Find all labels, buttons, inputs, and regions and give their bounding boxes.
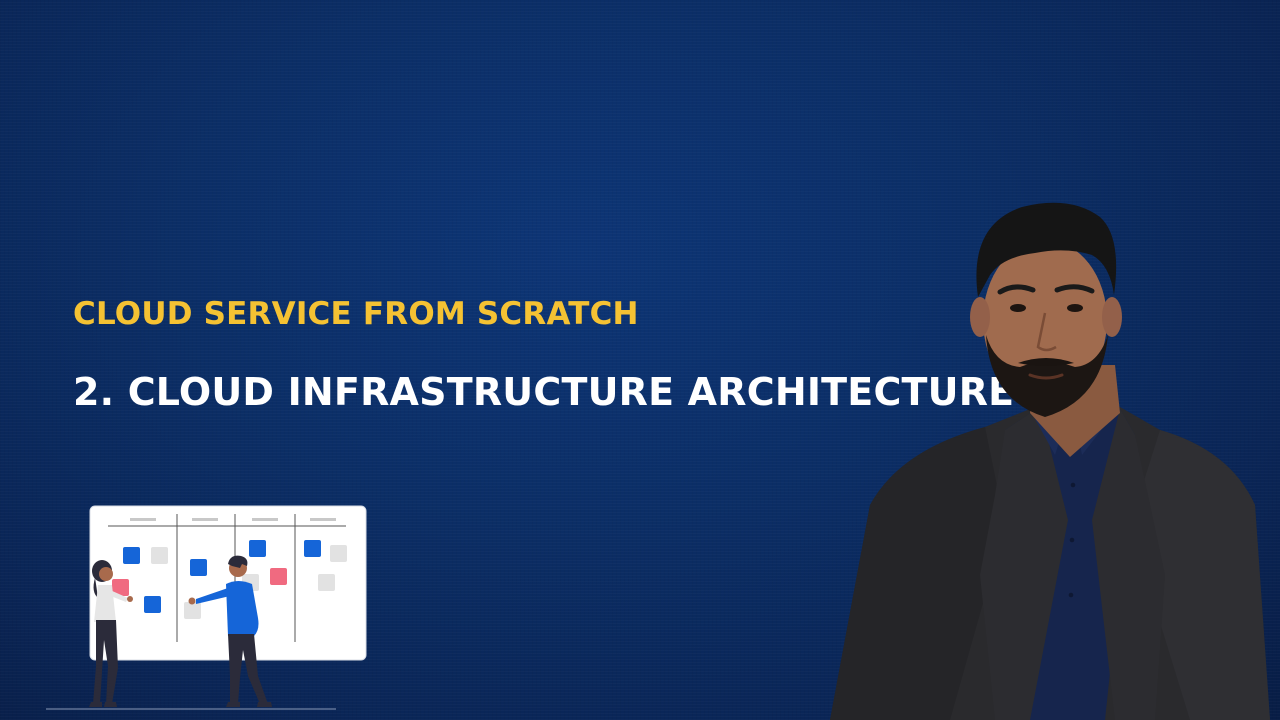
beard	[986, 335, 1108, 417]
sticky-note-pink	[112, 579, 129, 596]
column-header	[252, 518, 278, 521]
sticky-note-blue	[123, 547, 140, 564]
sticky-note-blue	[304, 540, 321, 557]
kanban-board-illustration	[46, 505, 367, 710]
hair	[976, 202, 1117, 297]
kanban-board	[89, 505, 367, 661]
sticky-note-gray	[330, 545, 347, 562]
column-header	[130, 518, 156, 521]
sticky-note-pink	[270, 568, 287, 585]
column-header	[192, 518, 218, 521]
sticky-note-blue	[190, 559, 207, 576]
lapel-right	[1092, 409, 1165, 720]
sticky-note-blue	[144, 596, 161, 613]
sticky-note-gray	[151, 547, 168, 564]
lapel-left	[980, 407, 1068, 720]
sticky-note-gray	[318, 574, 335, 591]
presenter-photo	[830, 202, 1270, 720]
face	[983, 240, 1107, 400]
sticky-note-gray	[184, 602, 201, 619]
slide-title: 2. CLOUD INFRASTRUCTURE ARCHITECTURE	[73, 370, 1015, 414]
column-header	[310, 518, 336, 521]
man-figure	[188, 555, 272, 707]
sticky-note-blue	[249, 540, 266, 557]
woman-figure	[89, 560, 133, 707]
slide-subtitle: CLOUD SERVICE FROM SCRATCH	[73, 296, 639, 332]
